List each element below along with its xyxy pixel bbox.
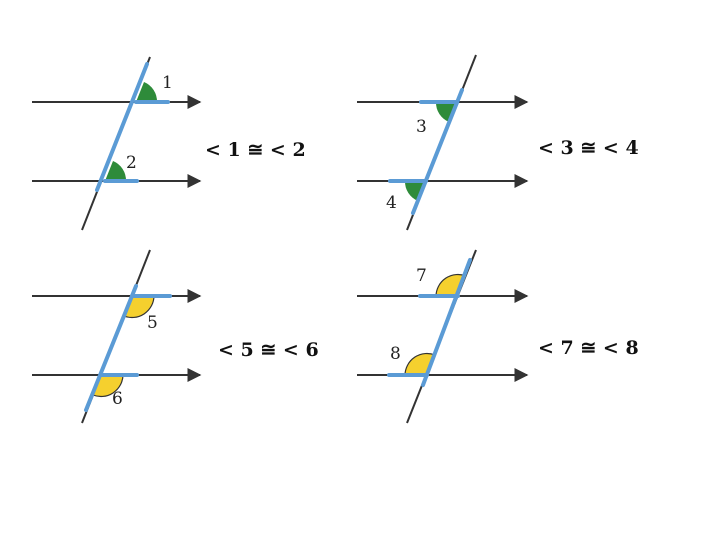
angle-4-fill — [404, 181, 426, 201]
angle-6-arc — [92, 374, 124, 398]
highlight-segment — [95, 62, 149, 192]
angle-8-arc — [404, 352, 436, 376]
angle-label-7: 7 — [416, 266, 427, 286]
highlight-segment — [411, 88, 464, 215]
angle-3-fill — [435, 102, 457, 122]
angle-5-arc — [123, 295, 155, 319]
angle-label-3: 3 — [416, 117, 427, 137]
angle-6-fill — [93, 375, 123, 397]
figure-1: 1 2 < 1 ≅ < 2 — [32, 56, 306, 231]
highlight-segment — [84, 284, 138, 412]
angle-2-fill — [105, 161, 127, 181]
angle-label-8: 8 — [390, 344, 401, 364]
relation-text-1: < 1 ≅ < 2 — [205, 139, 306, 161]
relation-text-2: < 3 ≅ < 4 — [538, 137, 639, 159]
angle-1-fill — [136, 82, 158, 102]
figure-3: 5 6 < 5 ≅ < 6 — [32, 249, 319, 424]
angle-7-arc — [435, 273, 467, 297]
figure-4: 7 8 < 7 ≅ < 8 — [357, 249, 639, 424]
angle-label-2: 2 — [126, 153, 137, 173]
figure-2: 3 4 < 3 ≅ < 4 — [357, 54, 639, 231]
relation-text-4: < 7 ≅ < 8 — [538, 337, 639, 359]
angle-label-1: 1 — [162, 73, 173, 93]
relation-text-3: < 5 ≅ < 6 — [218, 339, 319, 361]
highlight-segment — [421, 258, 472, 387]
angle-label-6: 6 — [112, 389, 123, 409]
angle-label-5: 5 — [147, 313, 158, 333]
angle-label-4: 4 — [386, 193, 397, 213]
